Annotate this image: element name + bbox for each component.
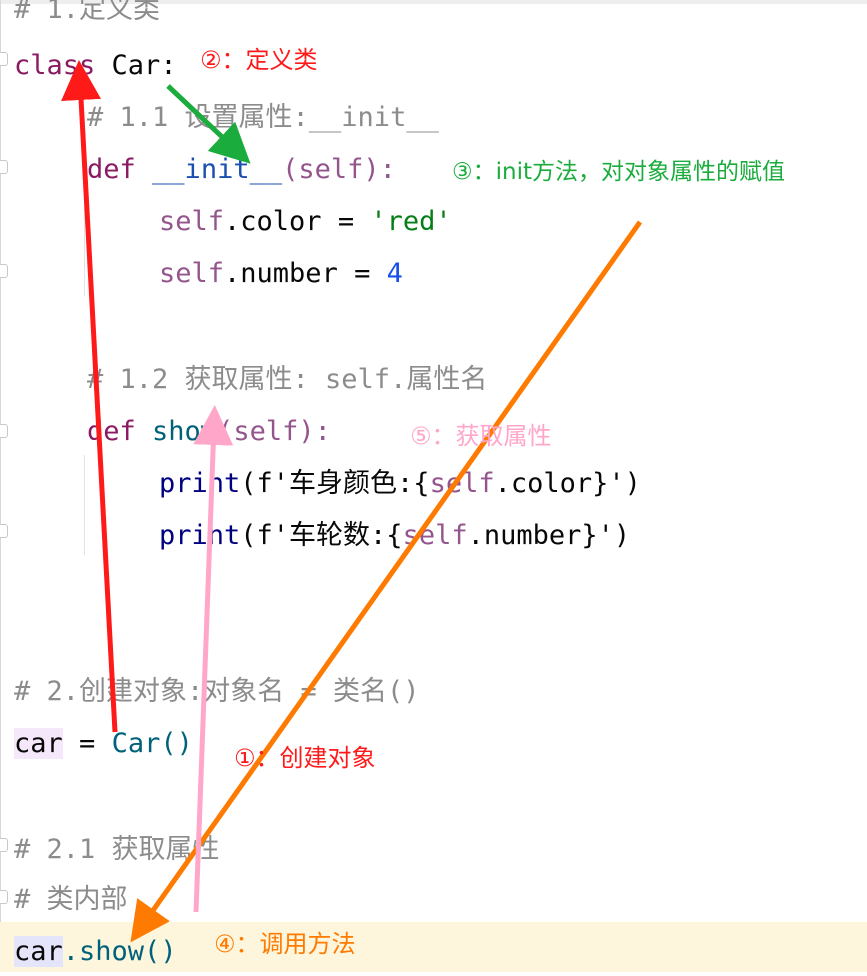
annotation-step2: ②：定义类 [200,46,318,74]
car-constructor-call: Car() [111,728,193,759]
fold-marker-icon[interactable] [0,890,8,904]
code-line-comment-1: # 1.定义类 [14,0,161,25]
code-line-call-show: car.show() [14,928,177,976]
arrow-green [166,84,251,164]
code-line-create-object: car = Car() [14,728,193,759]
annotation-step5: ⑤：获取属性 [410,422,552,450]
annotation-step4: ④：调用方法 [214,930,356,958]
indent-guide [84,190,85,296]
code-line-comment-inner: # 类内部 [14,884,128,915]
annotation-step3: ③：init方法，对对象属性的赋值 [452,159,785,185]
car-variable[interactable]: car [14,728,63,759]
editor-gutter-edge [0,0,1,972]
code-line-print-number: print(f'车轮数:{self.number}') [159,520,631,551]
code-line-comment-2: # 2.创建对象:对象名 = 类名() [14,676,420,707]
fold-marker-icon[interactable] [0,52,8,66]
fold-marker-icon[interactable] [0,524,8,538]
car-variable-ref[interactable]: car [14,936,63,967]
def-keyword: def [87,416,136,447]
code-line-comment-1-2: # 1.2 获取属性: self.属性名 [87,364,488,395]
fold-marker-icon[interactable] [0,264,8,278]
code-line-color: self.color = 'red' [159,206,452,237]
code-line-comment-1-1: # 1.1 设置属性:__init__ [87,102,439,133]
def-keyword: def [87,154,136,185]
code-line-init-def: def __init__(self): [87,146,396,194]
arrow-red [61,60,118,733]
indent-guide [84,455,85,555]
code-line-print-color: print(f'车身颜色:{self.color}') [159,468,641,499]
arrow-pink [193,405,234,913]
init-params: (self): [282,154,396,185]
fold-marker-icon[interactable] [0,838,8,852]
top-strip [0,0,867,4]
arrow-orange [130,220,643,943]
fold-marker-icon[interactable] [0,424,8,438]
annotation-step1: ①：创建对象 [234,744,376,772]
fold-marker-icon[interactable] [0,160,8,174]
class-name: Car: [111,50,177,81]
code-line-number: self.number = 4 [159,258,403,289]
